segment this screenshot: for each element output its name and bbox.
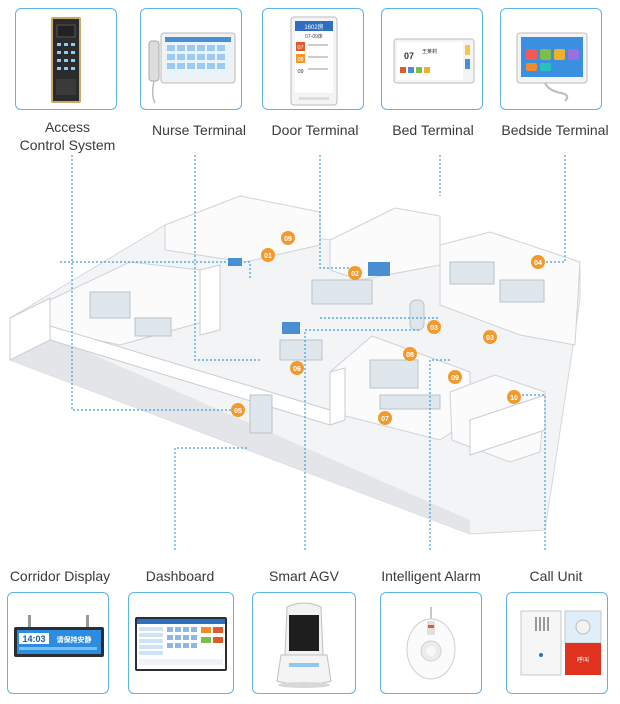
access-panel-icon: [51, 17, 81, 103]
corridor-display-icon: 14:03 请保持安静: [14, 615, 104, 657]
door-bed-1: 07: [297, 45, 303, 51]
corridor-time-text: 14:03: [22, 634, 45, 644]
marker-01: 01: [264, 253, 272, 260]
dashboard-label: Dashboard: [145, 568, 215, 584]
floor-edge: [10, 318, 470, 534]
nurse-terminal-icon: [148, 32, 236, 104]
access-control-card: [15, 8, 117, 110]
call-unit-icon: 呼叫: [520, 610, 602, 676]
door-room-text: 1602房: [304, 23, 323, 31]
call-unit-card: 呼叫: [506, 592, 608, 694]
connector-lines: [60, 155, 566, 550]
access-control-label: Access Control System: [0, 118, 135, 154]
door-terminal-icon: 1602房 07-09床 07 08 09: [290, 16, 338, 106]
call-unit-label: Call Unit: [529, 568, 583, 584]
intelligent-alarm-label: Intelligent Alarm: [381, 568, 481, 584]
marker-08: 08: [406, 352, 414, 359]
call-button-text: 呼叫: [577, 656, 589, 664]
intelligent-alarm-card: [380, 592, 482, 694]
agv-robot-icon: [276, 602, 332, 688]
door-terminal-label: Door Terminal: [271, 122, 359, 138]
smart-agv-card: [252, 592, 356, 694]
marker-03b: 03: [486, 335, 494, 342]
corridor-display-card: 14:03 请保持安静: [7, 592, 109, 694]
bed-terminal-label: Bed Terminal: [392, 122, 474, 138]
bed-terminal-card: 07 王莱莉: [381, 8, 483, 110]
corridor-message-text: 请保持安静: [57, 635, 92, 644]
access-control-label-line1: Access: [44, 119, 91, 135]
dashboard-card: [128, 592, 234, 694]
ward-floor-plan: 01 02 03 04 05 06 07 08 09 10 03 09: [9, 155, 581, 550]
access-control-label-line2: Control System: [19, 137, 116, 153]
marker-10: 10: [510, 395, 518, 402]
marker-group: 01 02 03 04 05 06 07 08 09 10 03 09: [231, 231, 545, 425]
corridor-display-label: Corridor Display: [9, 568, 111, 584]
nurse-terminal-label: Nurse Terminal: [152, 122, 246, 138]
bedside-terminal-icon: [516, 32, 588, 102]
door-bed-3: 09: [297, 69, 303, 75]
marker-04: 04: [534, 260, 542, 267]
marker-09: 09: [284, 236, 292, 243]
marker-06: 06: [293, 366, 301, 373]
marker-07: 07: [381, 416, 389, 423]
door-bed-2: 08: [297, 57, 303, 63]
door-date-text: 07-09床: [305, 33, 323, 40]
marker-02: 02: [351, 271, 359, 278]
nurse-terminal-card: [140, 8, 242, 110]
bed-number-text: 07: [404, 51, 414, 61]
alarm-button-icon: [406, 607, 456, 680]
smart-agv-label: Smart AGV: [268, 568, 340, 584]
bedside-terminal-card: [500, 8, 602, 110]
bed-terminal-icon: 07 王莱莉: [393, 38, 475, 84]
bedside-terminal-label: Bedside Terminal: [501, 122, 609, 138]
marker-03: 03: [430, 325, 438, 332]
bed-name-text: 王莱莉: [422, 48, 437, 55]
door-terminal-card: 1602房 07-09床 07 08 09: [262, 8, 364, 110]
marker-05: 05: [234, 408, 242, 415]
dashboard-icon: [135, 617, 227, 671]
marker-09b: 09: [451, 375, 459, 382]
